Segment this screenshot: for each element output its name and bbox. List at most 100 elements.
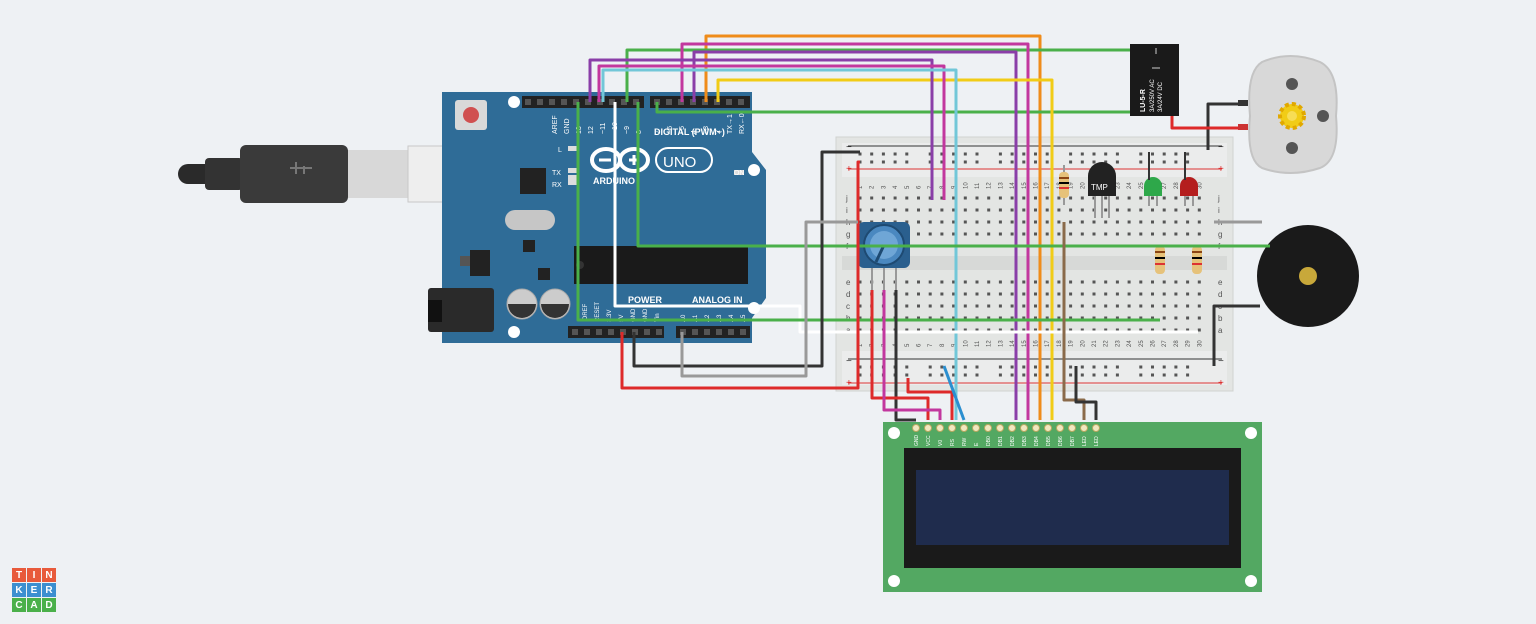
- breadboard-hole[interactable]: [1139, 316, 1143, 320]
- breadboard-hole[interactable]: [1010, 365, 1014, 369]
- lcd-pin[interactable]: [1068, 424, 1076, 432]
- breadboard-hole[interactable]: [917, 208, 920, 212]
- breadboard-hole[interactable]: [1057, 316, 1061, 320]
- breadboard-hole[interactable]: [1162, 292, 1166, 296]
- wire-white[interactable]: [613, 102, 1198, 334]
- breadboard-hole[interactable]: [905, 220, 909, 224]
- lcd-pin[interactable]: [936, 424, 944, 432]
- breadboard-hole[interactable]: [1139, 220, 1143, 224]
- breadboard-hole[interactable]: [1092, 365, 1096, 369]
- breadboard-hole[interactable]: [917, 316, 920, 320]
- resistor-green-led[interactable]: [1155, 246, 1165, 274]
- breadboard-hole[interactable]: [1092, 292, 1096, 296]
- breadboard-hole[interactable]: [1115, 196, 1119, 200]
- breadboard-hole[interactable]: [1045, 208, 1049, 212]
- breadboard-hole[interactable]: [987, 232, 991, 236]
- wire-magenta-1[interactable]: [680, 42, 1030, 420]
- breadboard-hole[interactable]: [963, 292, 967, 296]
- breadboard-hole[interactable]: [1186, 208, 1190, 212]
- breadboard-hole[interactable]: [1069, 328, 1073, 332]
- breadboard-hole[interactable]: [1010, 220, 1014, 224]
- breadboard-hole[interactable]: [1127, 316, 1131, 320]
- breadboard-hole[interactable]: [1162, 232, 1166, 236]
- breadboard-hole[interactable]: [1186, 220, 1190, 224]
- breadboard-hole[interactable]: [987, 208, 991, 212]
- breadboard-hole[interactable]: [963, 328, 967, 332]
- breadboard-hole[interactable]: [963, 152, 967, 156]
- breadboard-hole[interactable]: [1034, 152, 1037, 156]
- breadboard-hole[interactable]: [928, 220, 932, 224]
- breadboard-hole[interactable]: [1069, 196, 1073, 200]
- lcd-pin[interactable]: [948, 424, 956, 432]
- breadboard-hole[interactable]: [998, 208, 1002, 212]
- breadboard-hole[interactable]: [1010, 196, 1014, 200]
- resistor-red-led[interactable]: [1192, 246, 1202, 274]
- breadboard-hole[interactable]: [940, 292, 944, 296]
- breadboard-hole[interactable]: [1186, 152, 1190, 156]
- breadboard-hole[interactable]: [1092, 232, 1096, 236]
- breadboard-hole[interactable]: [1034, 208, 1037, 212]
- breadboard-hole[interactable]: [952, 316, 956, 320]
- breadboard-hole[interactable]: [1034, 280, 1037, 284]
- breadboard-hole[interactable]: [952, 280, 956, 284]
- breadboard-hole[interactable]: [975, 373, 979, 377]
- breadboard-hole[interactable]: [987, 328, 991, 332]
- breadboard-hole[interactable]: [963, 232, 967, 236]
- wire-gray-a0[interactable]: [680, 220, 858, 378]
- breadboard-hole[interactable]: [1197, 316, 1201, 320]
- resistor-sensor[interactable]: [1059, 165, 1069, 205]
- wire-brown-lcd[interactable]: [1062, 222, 1086, 420]
- breadboard-hole[interactable]: [917, 196, 920, 200]
- breadboard-hole[interactable]: [1057, 220, 1061, 224]
- wire-red-motor[interactable]: [1170, 116, 1238, 130]
- breadboard-hole[interactable]: [1104, 280, 1108, 284]
- breadboard-hole[interactable]: [998, 220, 1002, 224]
- breadboard-hole[interactable]: [917, 292, 920, 296]
- breadboard-hole[interactable]: [1010, 160, 1014, 164]
- breadboard-hole[interactable]: [928, 152, 932, 156]
- breadboard-hole[interactable]: [1045, 232, 1049, 236]
- breadboard-hole[interactable]: [1139, 365, 1143, 369]
- breadboard-hole[interactable]: [952, 304, 956, 308]
- breadboard-hole[interactable]: [1197, 328, 1201, 332]
- wire-red-5v[interactable]: [620, 160, 860, 390]
- breadboard-hole[interactable]: [1139, 160, 1143, 164]
- temperature-sensor[interactable]: TMP: [1088, 162, 1116, 218]
- breadboard-hole[interactable]: [1045, 304, 1049, 308]
- breadboard-hole[interactable]: [940, 232, 944, 236]
- breadboard-hole[interactable]: [1139, 280, 1143, 284]
- wire-magenta-pot[interactable]: [882, 290, 942, 420]
- breadboard-hole[interactable]: [1151, 373, 1154, 377]
- red-led[interactable]: [1180, 152, 1198, 206]
- breadboard-hole[interactable]: [940, 316, 944, 320]
- breadboard-hole[interactable]: [1045, 365, 1049, 369]
- breadboard-hole[interactable]: [905, 280, 909, 284]
- breadboard-hole[interactable]: [952, 220, 956, 224]
- breadboard-hole[interactable]: [1057, 232, 1061, 236]
- breadboard-hole[interactable]: [1162, 220, 1166, 224]
- lcd-pin[interactable]: [924, 424, 932, 432]
- breadboard-hole[interactable]: [1045, 196, 1049, 200]
- breadboard-hole[interactable]: [905, 208, 909, 212]
- breadboard-hole[interactable]: [1174, 316, 1178, 320]
- breadboard-hole[interactable]: [1139, 196, 1143, 200]
- breadboard-hole[interactable]: [1010, 280, 1014, 284]
- breadboard-hole[interactable]: [1069, 373, 1073, 377]
- breadboard-hole[interactable]: [1174, 328, 1178, 332]
- breadboard-hole[interactable]: [1127, 304, 1131, 308]
- lcd-pin[interactable]: [1044, 424, 1052, 432]
- wires[interactable]: [576, 34, 1270, 422]
- breadboard-hole[interactable]: [1174, 304, 1178, 308]
- breadboard-hole[interactable]: [905, 316, 909, 320]
- breadboard-hole[interactable]: [881, 208, 885, 212]
- breadboard-hole[interactable]: [1162, 196, 1166, 200]
- breadboard-hole[interactable]: [1104, 304, 1108, 308]
- piezo-buzzer[interactable]: [1257, 225, 1359, 327]
- breadboard-hole[interactable]: [1080, 373, 1084, 377]
- breadboard-hole[interactable]: [1127, 232, 1131, 236]
- wire-yellow[interactable]: [716, 78, 1054, 420]
- breadboard-hole[interactable]: [1104, 196, 1108, 200]
- breadboard-hole[interactable]: [1174, 160, 1178, 164]
- lcd-pin[interactable]: [1056, 424, 1064, 432]
